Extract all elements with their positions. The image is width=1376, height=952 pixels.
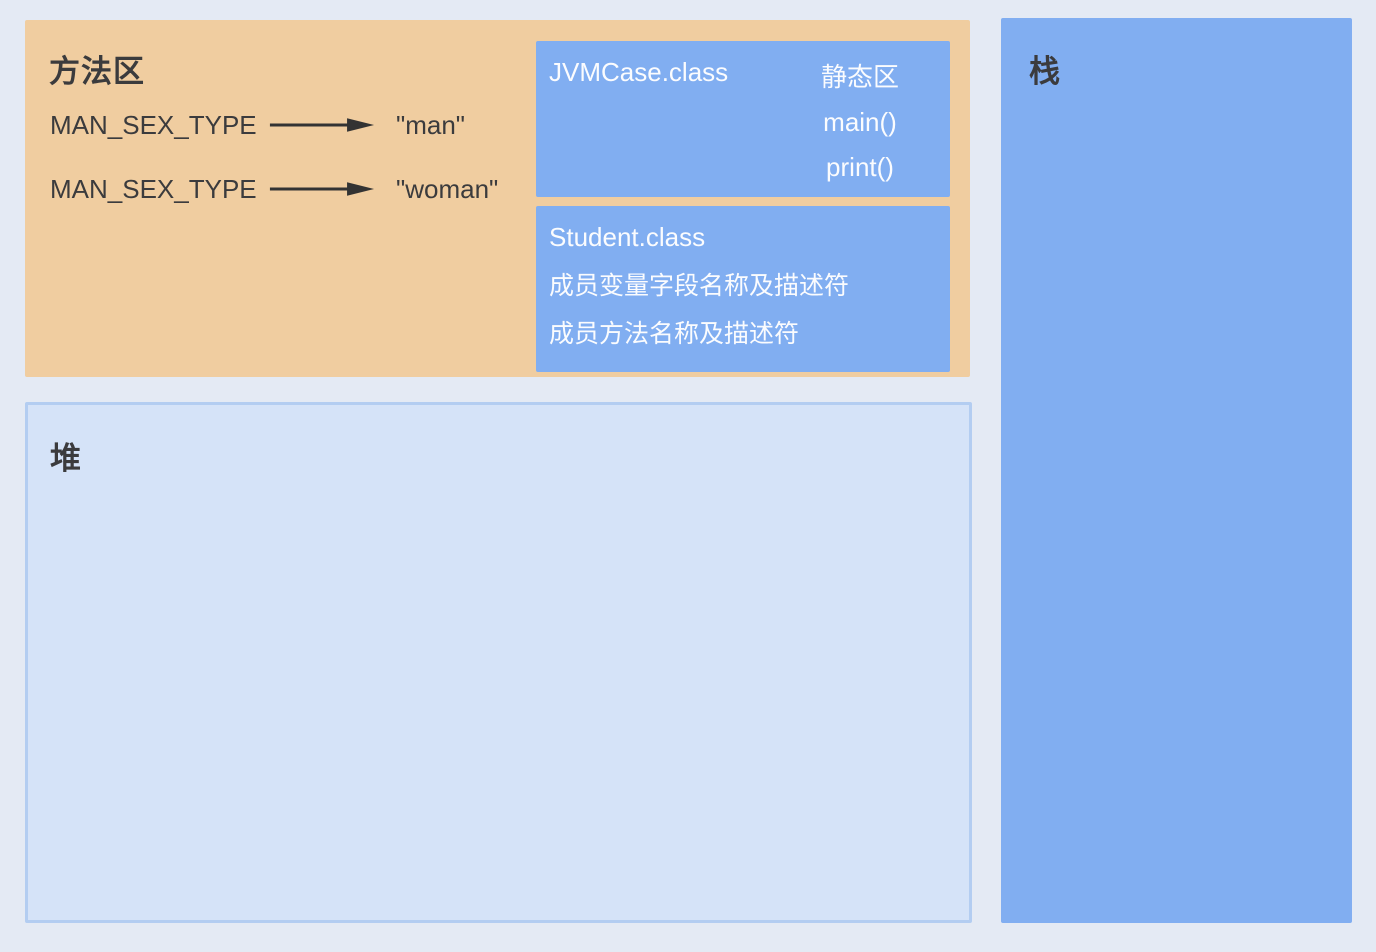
student-class-title: Student.class	[549, 222, 706, 252]
student-methods-label: 成员方法名称及描述符	[549, 320, 800, 348]
static-area-column: 静态区 main() print()	[806, 55, 914, 190]
constant-name-label: MAN_SEX_TYPE	[50, 173, 257, 204]
student-class-box: Student.class 成员变量字段名称及描述符 成员方法名称及描述符	[536, 206, 950, 372]
static-method-main: main()	[823, 107, 897, 137]
static-area-label: 静态区	[820, 62, 899, 92]
constant-name-label: MAN_SEX_TYPE	[50, 109, 257, 140]
jvmcase-class-box: JVMCase.class 静态区 main() print()	[536, 41, 950, 197]
heap-title: 堆	[50, 441, 82, 476]
stack-box: 栈	[1001, 18, 1352, 923]
arrow-right-icon	[268, 117, 376, 133]
constant-value-label: "man"	[396, 109, 466, 140]
method-area-title: 方法区	[49, 54, 145, 89]
constant-value-label: "woman"	[396, 173, 499, 204]
stack-title: 栈	[1029, 54, 1061, 89]
constant-row: MAN_SEX_TYPE "woman"	[50, 170, 498, 208]
method-area-box: 方法区 MAN_SEX_TYPE "man" MAN_SEX_TYPE "wom…	[25, 20, 970, 377]
arrow-right-icon	[268, 181, 376, 197]
student-fields-label: 成员变量字段名称及描述符	[549, 272, 850, 300]
jvmcase-class-title: JVMCase.class	[549, 57, 729, 87]
heap-box: 堆	[25, 402, 972, 923]
static-method-print: print()	[826, 152, 894, 182]
constant-row: MAN_SEX_TYPE "man"	[50, 106, 465, 144]
